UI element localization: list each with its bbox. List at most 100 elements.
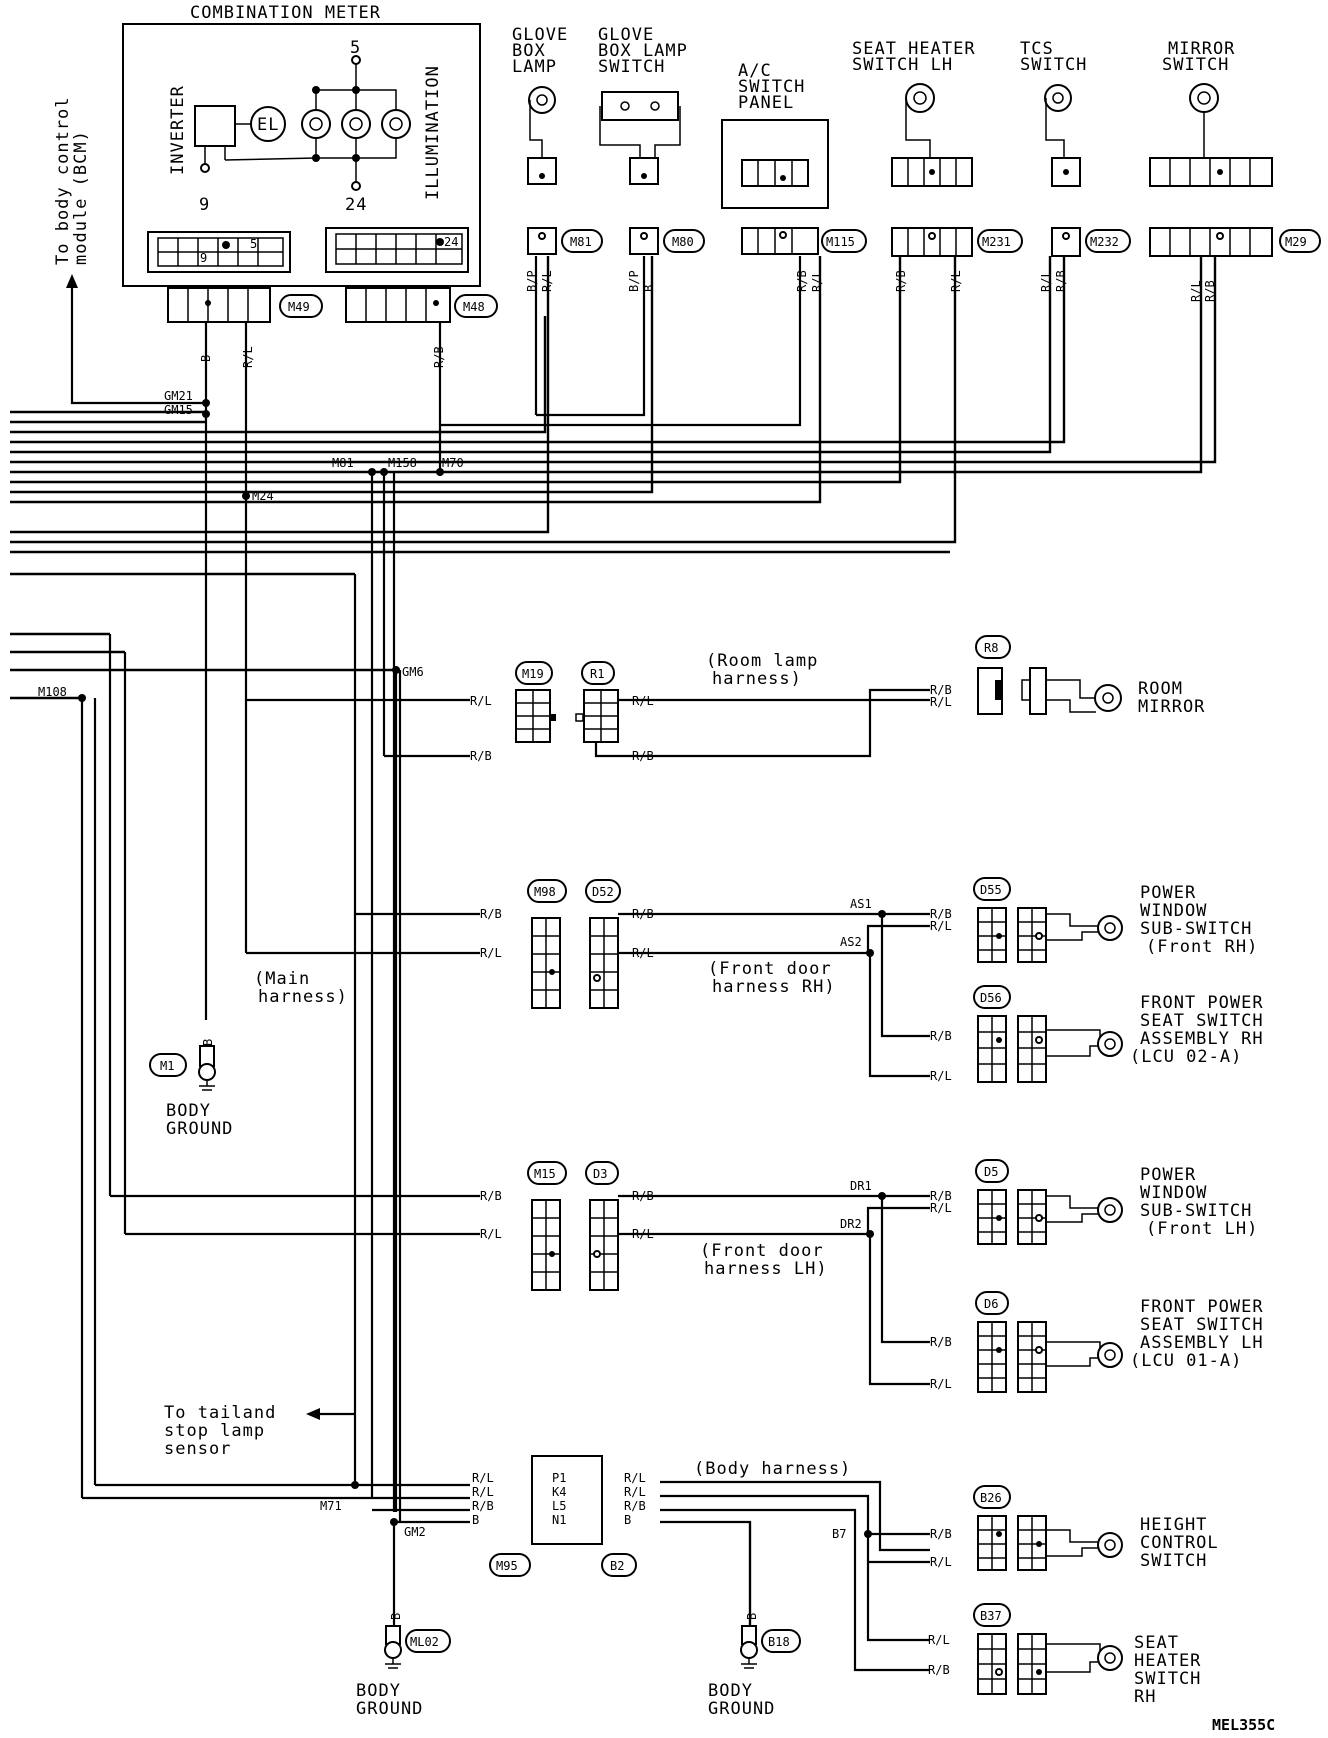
svg-text:B: B [389, 1613, 403, 1620]
d56-label: D56 [980, 991, 1002, 1005]
m80-label: M80 [672, 235, 694, 249]
m231-label: M231 [982, 235, 1011, 249]
d5-label: D5 [984, 1165, 998, 1179]
svg-text:R/L: R/L [632, 694, 654, 708]
svg-text:L5: L5 [552, 1499, 566, 1513]
svg-text:R/L: R/L [624, 1471, 646, 1485]
pin-24-label: 24 [345, 195, 367, 215]
svg-text:stop lamp: stop lamp [164, 1421, 265, 1441]
svg-text:R/L: R/L [930, 1069, 952, 1083]
svg-text:R/L: R/L [241, 346, 255, 368]
svg-text:R/B: R/B [930, 683, 952, 697]
conn-pin-9: 9 [200, 251, 207, 265]
m48-label: M48 [463, 300, 485, 314]
svg-text:harness): harness) [712, 669, 802, 689]
svg-text:R/B: R/B [632, 749, 654, 763]
body-ground-m1: B M1 BODY GROUND [149, 1039, 233, 1139]
svg-text:SWITCH: SWITCH [1134, 1669, 1201, 1689]
svg-text:HEIGHT: HEIGHT [1140, 1515, 1207, 1535]
mirror-switch: MIRROR SWITCH M29 R/L R/B [1149, 39, 1321, 302]
svg-text:RH: RH [1134, 1687, 1156, 1707]
svg-text:To body control: To body control [53, 96, 73, 265]
ml02-label: ML02 [410, 1635, 439, 1649]
svg-text:B: B [201, 1039, 215, 1046]
svg-text:MIRROR: MIRROR [1168, 39, 1235, 59]
glove-box-lamp-switch: GLOVE BOX LAMP SWITCH M80 B/P B [598, 25, 705, 292]
b2-label: B2 [610, 1559, 624, 1573]
svg-text:B7: B7 [832, 1527, 846, 1541]
b26-label: B26 [980, 1491, 1002, 1505]
svg-text:R/L: R/L [928, 1633, 950, 1647]
connector-m48: M48 [345, 287, 498, 323]
front-door-lh-section: R/B R/L M15 D3 R/B R/L (Front door harne… [110, 1159, 1264, 1393]
svg-text:SEAT HEATER: SEAT HEATER [852, 39, 976, 59]
svg-text:harness LH): harness LH) [704, 1259, 828, 1279]
seat-heater-switch-lh: SEAT HEATER SWITCH LH M231 R/B R/L [852, 39, 1023, 292]
svg-text:PANEL: PANEL [738, 93, 794, 113]
svg-text:GROUND: GROUND [356, 1699, 423, 1719]
svg-text:ROOM: ROOM [1138, 679, 1183, 699]
svg-text:A/C: A/C [738, 61, 772, 81]
svg-text:AS2: AS2 [840, 935, 862, 949]
svg-text:SUB-SWITCH: SUB-SWITCH [1140, 919, 1252, 939]
svg-text:module (BCM): module (BCM) [71, 130, 91, 265]
svg-text:M70: M70 [442, 456, 464, 470]
svg-text:R/B: R/B [1054, 270, 1068, 292]
svg-text:BODY: BODY [708, 1681, 753, 1701]
svg-text:B: B [472, 1513, 479, 1527]
svg-text:(LCU 02-A): (LCU 02-A) [1130, 1047, 1242, 1067]
svg-text:R/L: R/L [1189, 280, 1203, 302]
svg-text:R/L: R/L [810, 270, 824, 292]
svg-text:P1: P1 [552, 1471, 566, 1485]
illumination-label: ILLUMINATION [423, 65, 443, 200]
svg-text:GM2: GM2 [404, 1525, 426, 1539]
svg-text:R/B: R/B [470, 749, 492, 763]
svg-text:(Front door: (Front door [700, 1241, 824, 1261]
svg-text:WINDOW: WINDOW [1140, 1183, 1207, 1203]
svg-text:N1: N1 [552, 1513, 566, 1527]
tcs-switch: TCS SWITCH M232 R/L R/B [1020, 39, 1131, 292]
svg-text:harness RH): harness RH) [712, 977, 836, 997]
inverter-label: INVERTER [168, 85, 188, 175]
svg-text:GROUND: GROUND [708, 1699, 775, 1719]
room-mirror-section: R/L R/B M19 R1 R/L R/B (Room lamp harnes… [246, 635, 1204, 763]
svg-text:M158: M158 [388, 456, 417, 470]
svg-text:(Room lamp: (Room lamp [706, 651, 818, 671]
svg-text:GROUND: GROUND [166, 1119, 233, 1139]
body-ground-b18: B B18 BODY GROUND [708, 1522, 801, 1719]
svg-text:GLOVE: GLOVE [598, 25, 654, 45]
svg-text:R/L: R/L [470, 694, 492, 708]
svg-text:R/L: R/L [930, 695, 952, 709]
svg-text:LAMP: LAMP [512, 57, 557, 77]
svg-text:(Main: (Main [254, 969, 310, 989]
m49-label: M49 [288, 300, 310, 314]
svg-text:SUB-SWITCH: SUB-SWITCH [1140, 1201, 1252, 1221]
svg-text:BODY: BODY [166, 1101, 211, 1121]
svg-text:R/L: R/L [480, 946, 502, 960]
svg-text:R/L: R/L [930, 1377, 952, 1391]
svg-text:SWITCH: SWITCH [1140, 1551, 1207, 1571]
m15-label: M15 [534, 1167, 556, 1181]
svg-text:R/L: R/L [930, 1555, 952, 1569]
svg-text:R/B: R/B [928, 1663, 950, 1677]
svg-text:TCS: TCS [1020, 39, 1054, 59]
svg-text:SEAT SWITCH: SEAT SWITCH [1140, 1315, 1264, 1335]
svg-text:To tailand: To tailand [164, 1403, 276, 1423]
svg-text:M108: M108 [38, 685, 67, 699]
svg-text:M81: M81 [332, 456, 354, 470]
d52-label: D52 [592, 885, 614, 899]
svg-text:B: B [745, 1613, 759, 1620]
glove-box-lamp: GLOVE BOX LAMP M81 B/P R/L [512, 25, 603, 292]
svg-text:R/L: R/L [472, 1471, 494, 1485]
svg-text:R/L: R/L [930, 1201, 952, 1215]
svg-text:SWITCH: SWITCH [738, 77, 805, 97]
b37-label: B37 [980, 1609, 1002, 1623]
el-label: EL [257, 115, 279, 135]
svg-text:DR2: DR2 [840, 1217, 862, 1231]
svg-text:R/L: R/L [472, 1485, 494, 1499]
svg-text:R/L: R/L [632, 1227, 654, 1241]
body-ground-ml02: B ML02 BODY GROUND [356, 1522, 451, 1719]
svg-text:(Front LH): (Front LH) [1146, 1219, 1258, 1239]
b18-label: B18 [768, 1635, 790, 1649]
m98-label: M98 [534, 885, 556, 899]
